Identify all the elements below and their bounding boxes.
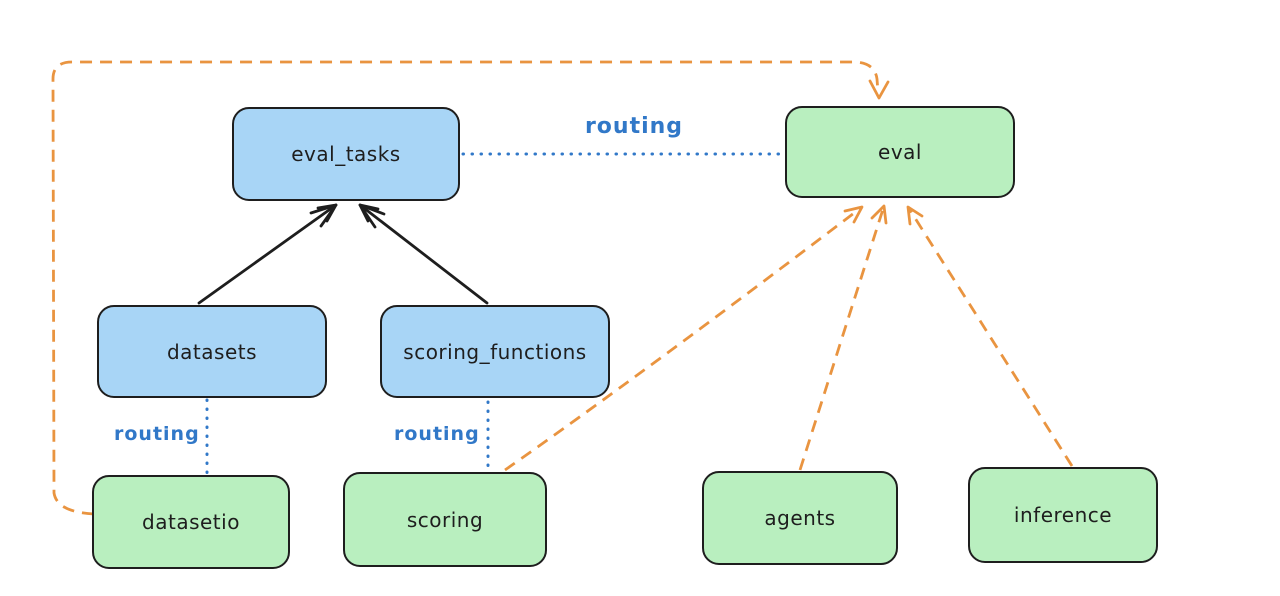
edge-label-routing-eval_tasks-eval: routing: [584, 114, 684, 139]
node-agents: agents: [702, 471, 898, 565]
edge-scoring-eval: [504, 205, 863, 472]
node-eval_tasks-label: eval_tasks: [291, 142, 401, 166]
edge-scoring_functions-eval_tasks: [358, 203, 489, 305]
node-datasets: datasets: [97, 305, 327, 398]
arrowhead-scoring_functions-eval_tasks: [358, 203, 386, 229]
edge-inference-eval: [906, 206, 1074, 467]
node-eval_tasks: eval_tasks: [232, 107, 460, 201]
node-datasets-label: datasets: [166, 339, 258, 364]
node-scoring_functions: scoring_functions: [380, 305, 610, 398]
arrowhead-inference-eval: [906, 205, 924, 226]
arrowhead-agents-eval: [870, 204, 888, 225]
node-eval-label: eval: [878, 140, 922, 164]
node-inference-label: inference: [1013, 503, 1113, 527]
node-inference: inference: [968, 467, 1158, 563]
node-eval: eval: [785, 106, 1015, 198]
edge-label-routing-scoring_functions-scoring: routing: [394, 423, 480, 445]
edge-datasetio-eval: [51, 60, 880, 516]
arrowhead-datasetio-eval: [868, 79, 890, 100]
node-datasetio: datasetio: [92, 475, 290, 569]
arrowhead-datasets-eval_tasks: [309, 203, 338, 228]
node-scoring_functions-label: scoring_functions: [403, 339, 587, 364]
edge-label-routing-datasets-datasetio: routing: [114, 423, 200, 445]
node-scoring-label: scoring: [406, 507, 484, 532]
node-agents-label: agents: [764, 506, 836, 530]
edge-datasets-eval_tasks: [197, 203, 338, 305]
node-scoring: scoring: [343, 472, 547, 567]
edge-agents-eval: [798, 205, 886, 471]
arrowhead-scoring-eval: [843, 205, 864, 224]
node-datasetio-label: datasetio: [142, 510, 240, 534]
